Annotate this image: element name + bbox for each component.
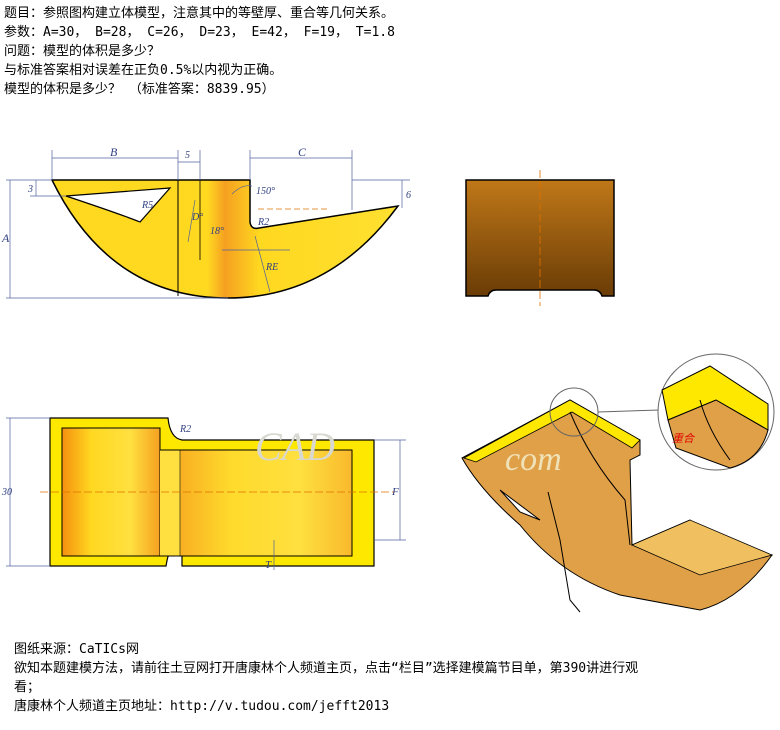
- instruction-line-1: 欲知本题建模方法，请前往土豆网打开唐康林个人频道主页，点击“栏目”选择建模篇节目…: [14, 661, 639, 676]
- dim-B: B: [110, 145, 118, 159]
- dim-5: 5: [185, 150, 190, 161]
- dim-A: A: [1, 231, 10, 245]
- dim-30: 30: [1, 487, 12, 498]
- side-view: [465, 170, 615, 306]
- dim-RE: RE: [265, 262, 278, 273]
- dim-R5: R5: [141, 200, 153, 211]
- dim-D: D°: [191, 212, 203, 223]
- homepage-line: 唐康林个人频道主页地址：http://v.tudou.com/jefft2013: [14, 699, 390, 714]
- watermark-cad: CAD: [255, 424, 335, 469]
- dim-C: C: [298, 145, 307, 159]
- dim-18: 18°: [210, 226, 224, 237]
- dim-6: 6: [406, 190, 411, 201]
- problem-params: 参数：A=30， B=28， C=26， D=23， E=42， F=19， T…: [4, 25, 395, 40]
- dim-F: F: [391, 486, 399, 498]
- problem-tolerance: 与标准答案相对误差在正负0.5%以内视为正确。: [4, 63, 283, 78]
- front-view: B 5 C 3 6 A R5 D° 150° R2 18° RE: [1, 145, 411, 299]
- dim-3: 3: [27, 184, 33, 195]
- problem-question: 问题：模型的体积是多少？: [4, 44, 161, 59]
- source-line: 图纸来源：CaTICs网: [14, 642, 139, 657]
- problem-statement: 题目：参照图构建立体模型，注意其中的等壁厚、重合等几何关系。 参数：A=30， …: [4, 4, 395, 99]
- dim-T: T: [265, 559, 272, 571]
- instruction-line-2: 看；: [14, 680, 41, 695]
- dim-R2: R2: [257, 217, 269, 228]
- watermark: CAD com: [255, 424, 562, 478]
- coincide-label: 重合: [672, 432, 696, 445]
- problem-title: 题目：参照图构建立体模型，注意其中的等壁厚、重合等几何关系。: [4, 6, 395, 21]
- watermark-com: com: [505, 441, 562, 478]
- problem-answer: 模型的体积是多少？ （标准答案：8839.95）: [4, 82, 275, 97]
- dim-150: 150°: [256, 186, 275, 197]
- top-view: 30 F T R2: [1, 417, 406, 571]
- footer-notes: 图纸来源：CaTICs网 欲知本题建模方法，请前往土豆网打开唐康林个人频道主页，…: [14, 640, 638, 716]
- iso-view: 重合: [461, 353, 775, 613]
- dim-R2-top: R2: [179, 424, 191, 435]
